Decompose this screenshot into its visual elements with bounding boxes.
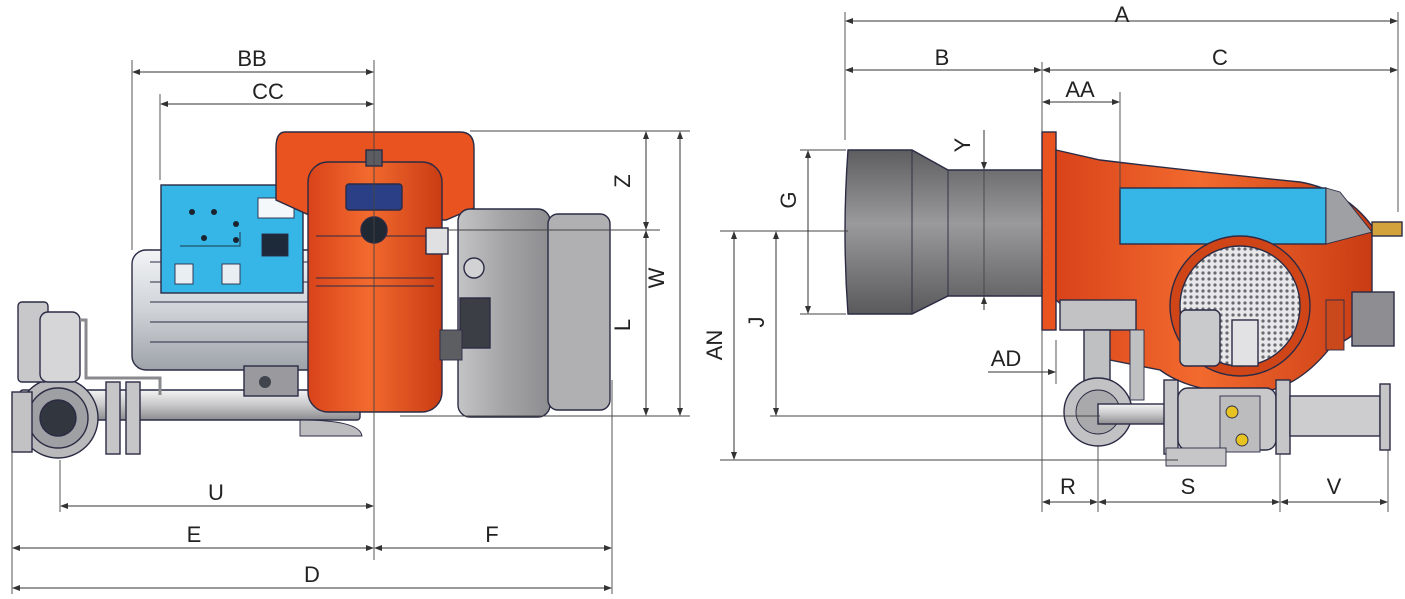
dim-label-c: C: [1212, 45, 1228, 70]
dim-label-bb: BB: [237, 46, 266, 71]
dim-label-e: E: [187, 522, 202, 547]
fan-housing: [307, 149, 443, 413]
dim-label-v: V: [1327, 474, 1342, 499]
dim-label-j: J: [744, 317, 769, 328]
dim-label-b: B: [935, 45, 950, 70]
side-extension-lines: [720, 12, 1399, 512]
air-inlet-cover: [425, 208, 611, 418]
front-view: BB CC Z W L U E F D: [11, 46, 690, 594]
dim-label-s: S: [1181, 474, 1196, 499]
side-dimension-lines: [731, 18, 1398, 505]
dim-label-f: F: [485, 522, 498, 547]
dim-label-r: R: [1060, 474, 1076, 499]
control-panel: [160, 184, 304, 294]
burner-body: [1055, 149, 1403, 401]
dim-label-l: L: [610, 319, 635, 331]
side-view: A B C AA Y G J AN AD R S V: [702, 2, 1403, 512]
dim-label-an: AN: [702, 330, 727, 361]
dim-label-y: Y: [950, 137, 975, 152]
blast-tube: [844, 149, 1045, 315]
dim-label-cc: CC: [252, 79, 284, 104]
dim-label-ad: AD: [991, 346, 1022, 371]
front-extension-lines: [11, 60, 690, 594]
mounting-flange: [1041, 131, 1057, 331]
dim-label-w: W: [644, 267, 669, 288]
dim-label-aa: AA: [1065, 77, 1095, 102]
dim-label-g: G: [776, 191, 801, 208]
gas-train-side: [1063, 377, 1391, 467]
front-dimension-lines: [12, 69, 683, 591]
dim-label-a: A: [1115, 2, 1130, 27]
dim-label-d: D: [304, 562, 320, 587]
dim-label-u: U: [208, 480, 224, 505]
gas-train-front: [11, 301, 363, 459]
dim-label-z: Z: [610, 174, 635, 187]
